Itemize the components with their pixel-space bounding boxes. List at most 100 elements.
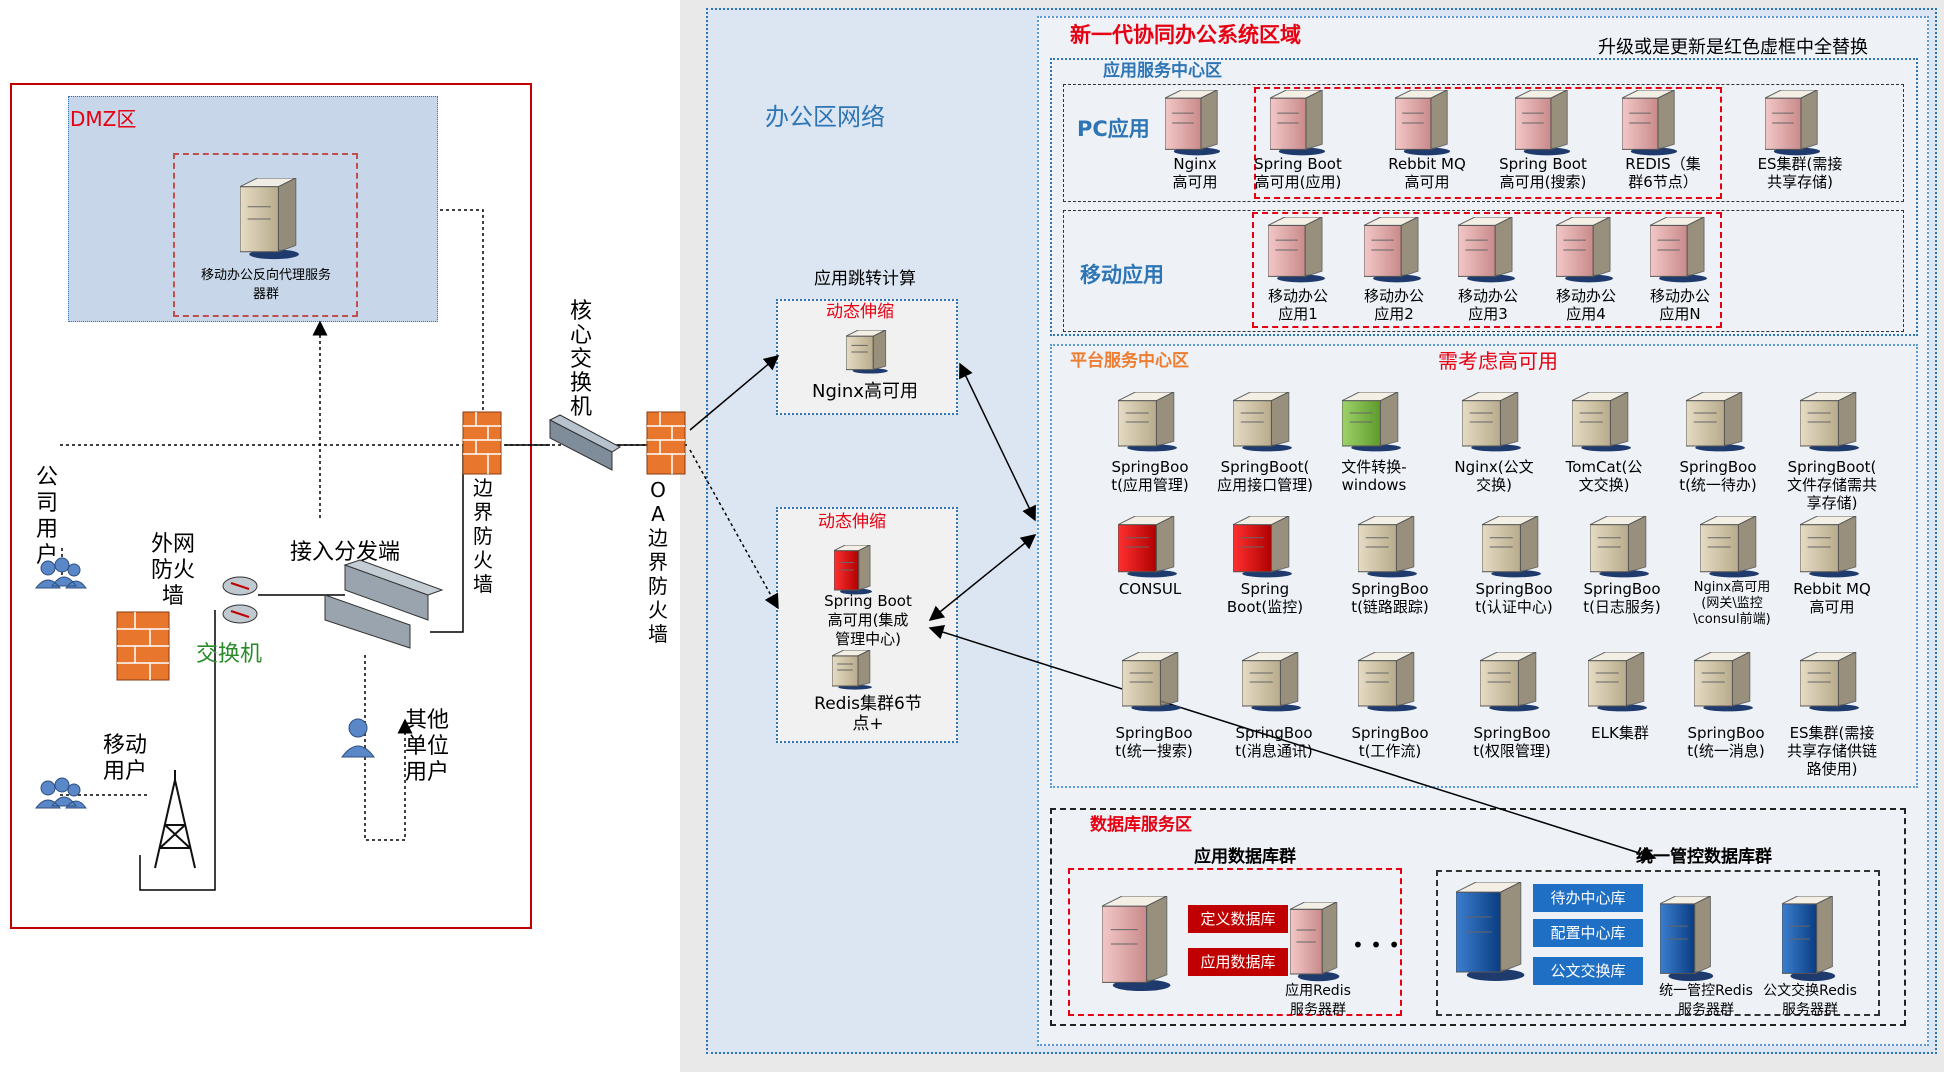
platform-row1-label: SpringBoot( 应用接口管理) [1217,458,1313,494]
platform-row1-label: Nginx(公文 交换) [1454,458,1534,494]
mobile-app-zone [1063,210,1904,332]
platform-server-icon [1462,392,1521,452]
platform-row1-label: TomCat(公 文交换) [1565,458,1643,494]
platform-server-icon [1122,652,1181,712]
platform-server-icon [1482,516,1541,578]
unified-db-cluster-frame [1436,870,1880,1016]
platform-ha-note: 需考虑高可用 [1438,349,1558,373]
access-dist-label: 接入分发端 [290,540,401,565]
mobile-server-label: 移动办公 应用N [1649,287,1710,323]
mobile-server-icon [1364,217,1421,283]
platform-server-icon [1694,652,1753,712]
platform-server-icon [1590,516,1649,578]
mobile-red-dashed-frame [1252,212,1722,328]
mobile-server-label: 移动办公 应用2 [1363,287,1424,323]
mobile-server-label: 移动办公 应用3 [1457,287,1518,323]
unified-db-title: 统一管控数据库群 [1636,847,1772,867]
platform-server-icon [1700,516,1759,578]
external-fw-label: 外网防火墙 [150,532,195,609]
nginx-ha-label: Nginx高可用 [812,381,918,402]
platform-row3-label: SpringBoo t(统一搜索) [1115,724,1193,760]
border-fw-label: 边界防火墙 [473,476,493,596]
platform-server-icon [1800,516,1859,578]
other-units-label: 其他单位用户 [404,708,449,785]
platform-row2-label: Rebbit MQ 高可用 [1793,580,1871,616]
platform-server-icon [1233,392,1292,452]
platform-row1-label: SpringBoo t(应用管理) [1111,458,1189,494]
platform-server-icon [1358,652,1417,712]
doc-redis-server-icon [1782,896,1836,982]
pc-server-icon [1765,90,1821,156]
company-users-label: 公司用户 [35,465,58,568]
dmz-title: DMZ区 [70,107,137,131]
platform-server-icon [1588,652,1647,712]
db-ellipsis: • • • [1352,933,1401,957]
platform-server-icon [1800,392,1859,452]
intranet-red-frame [10,83,532,929]
app-redis-label: 应用Redis 服务器群 [1285,983,1351,1018]
unified-redis-server-icon [1660,896,1714,982]
pc-server-label: Nginx 高可用 [1172,155,1218,191]
app-db-tag: 应用数据库 [1188,948,1288,976]
upgrade-note: 升级或是更新是红色虚框中全替换 [1598,37,1868,58]
platform-row2-label: Spring Boot(监控) [1226,580,1304,616]
platform-title: 平台服务中心区 [1070,351,1189,371]
pc-server-icon [1165,90,1221,156]
platform-row3-label: SpringBoo t(统一消息) [1687,724,1765,760]
pc-server-icon [1515,90,1571,156]
pc-server-icon [1395,90,1451,156]
db-zone-title: 数据库服务区 [1090,815,1192,835]
app-jump-title: 应用跳转计算 [814,269,916,289]
mobile-app-title: 移动应用 [1080,263,1164,287]
platform-row3-label: ELK集群 [1591,724,1649,742]
platform-row2-label: SpringBoo t(链路跟踪) [1351,580,1429,616]
redis-server-icon [832,650,872,690]
switch-label: 交换机 [196,642,263,667]
core-switch-icon [548,414,621,471]
pc-server-label: Spring Boot 高可用(搜索) [1499,155,1587,191]
pc-red-dashed-frame [1254,87,1722,199]
platform-row3-label: ES集群(需接 共享存储供链 路使用) [1786,724,1877,778]
app-service-center-zone [1050,58,1918,336]
dmz-server-label: 移动办公反向代理服务器群 [200,268,331,302]
dmz-server-icon [240,178,299,260]
mobile-server-icon [1556,217,1613,283]
platform-server-icon [1480,652,1539,712]
core-switch-label: 核心交换机 [569,299,592,420]
dyn-scale-title-2: 动态伸缩 [818,512,886,532]
pc-server-icon [1270,90,1326,156]
mobile-server-icon [1268,217,1325,283]
platform-server-icon [1342,392,1401,452]
pc-server-icon [1622,90,1678,156]
todo-db-tag: 待办中心库 [1533,884,1643,912]
app-db-title: 应用数据库群 [1194,847,1296,867]
springboot-red-icon [834,545,872,595]
platform-server-icon [1358,516,1417,578]
platform-server-icon [1800,652,1859,712]
redis-cluster-label: Redis集群6节 点+ [814,694,922,734]
platform-server-icon [1572,392,1631,452]
platform-server-icon [1118,516,1177,578]
doc-redis-label: 公文交换Redis 服务器群 [1763,983,1857,1018]
app-db-cluster-frame [1068,868,1402,1016]
unified-redis-label: 统一管控Redis 服务器群 [1659,983,1753,1018]
mobile-users-label: 移动用户 [102,733,147,784]
pc-server-label: REDIS（集 群6节点） [1625,155,1701,191]
platform-server-icon [1233,516,1292,578]
platform-row3-label: SpringBoo t(消息通讯) [1235,724,1313,760]
pc-server-label: ES集群(需接 共享存储) [1757,155,1843,191]
unified-db-server-icon [1456,882,1525,981]
pc-app-title: PC应用 [1077,117,1150,141]
doc-exchange-db-tag: 公文交换库 [1533,957,1643,985]
platform-server-icon [1118,392,1177,452]
platform-row2-label: SpringBoo t(认证中心) [1475,580,1553,616]
app-redis-server-icon [1290,902,1340,982]
office-network-title: 办公区网络 [765,103,885,131]
mobile-server-icon [1650,217,1707,283]
platform-row2-label: SpringBoo t(日志服务) [1583,580,1661,616]
platform-row1-label: 文件转换- windows [1341,458,1407,494]
platform-server-icon [1242,652,1301,712]
platform-row2-label: CONSUL [1118,580,1182,598]
platform-row3-label: SpringBoo t(工作流) [1351,724,1429,760]
oa-fw-label: OA边界防火墙 [648,478,668,646]
